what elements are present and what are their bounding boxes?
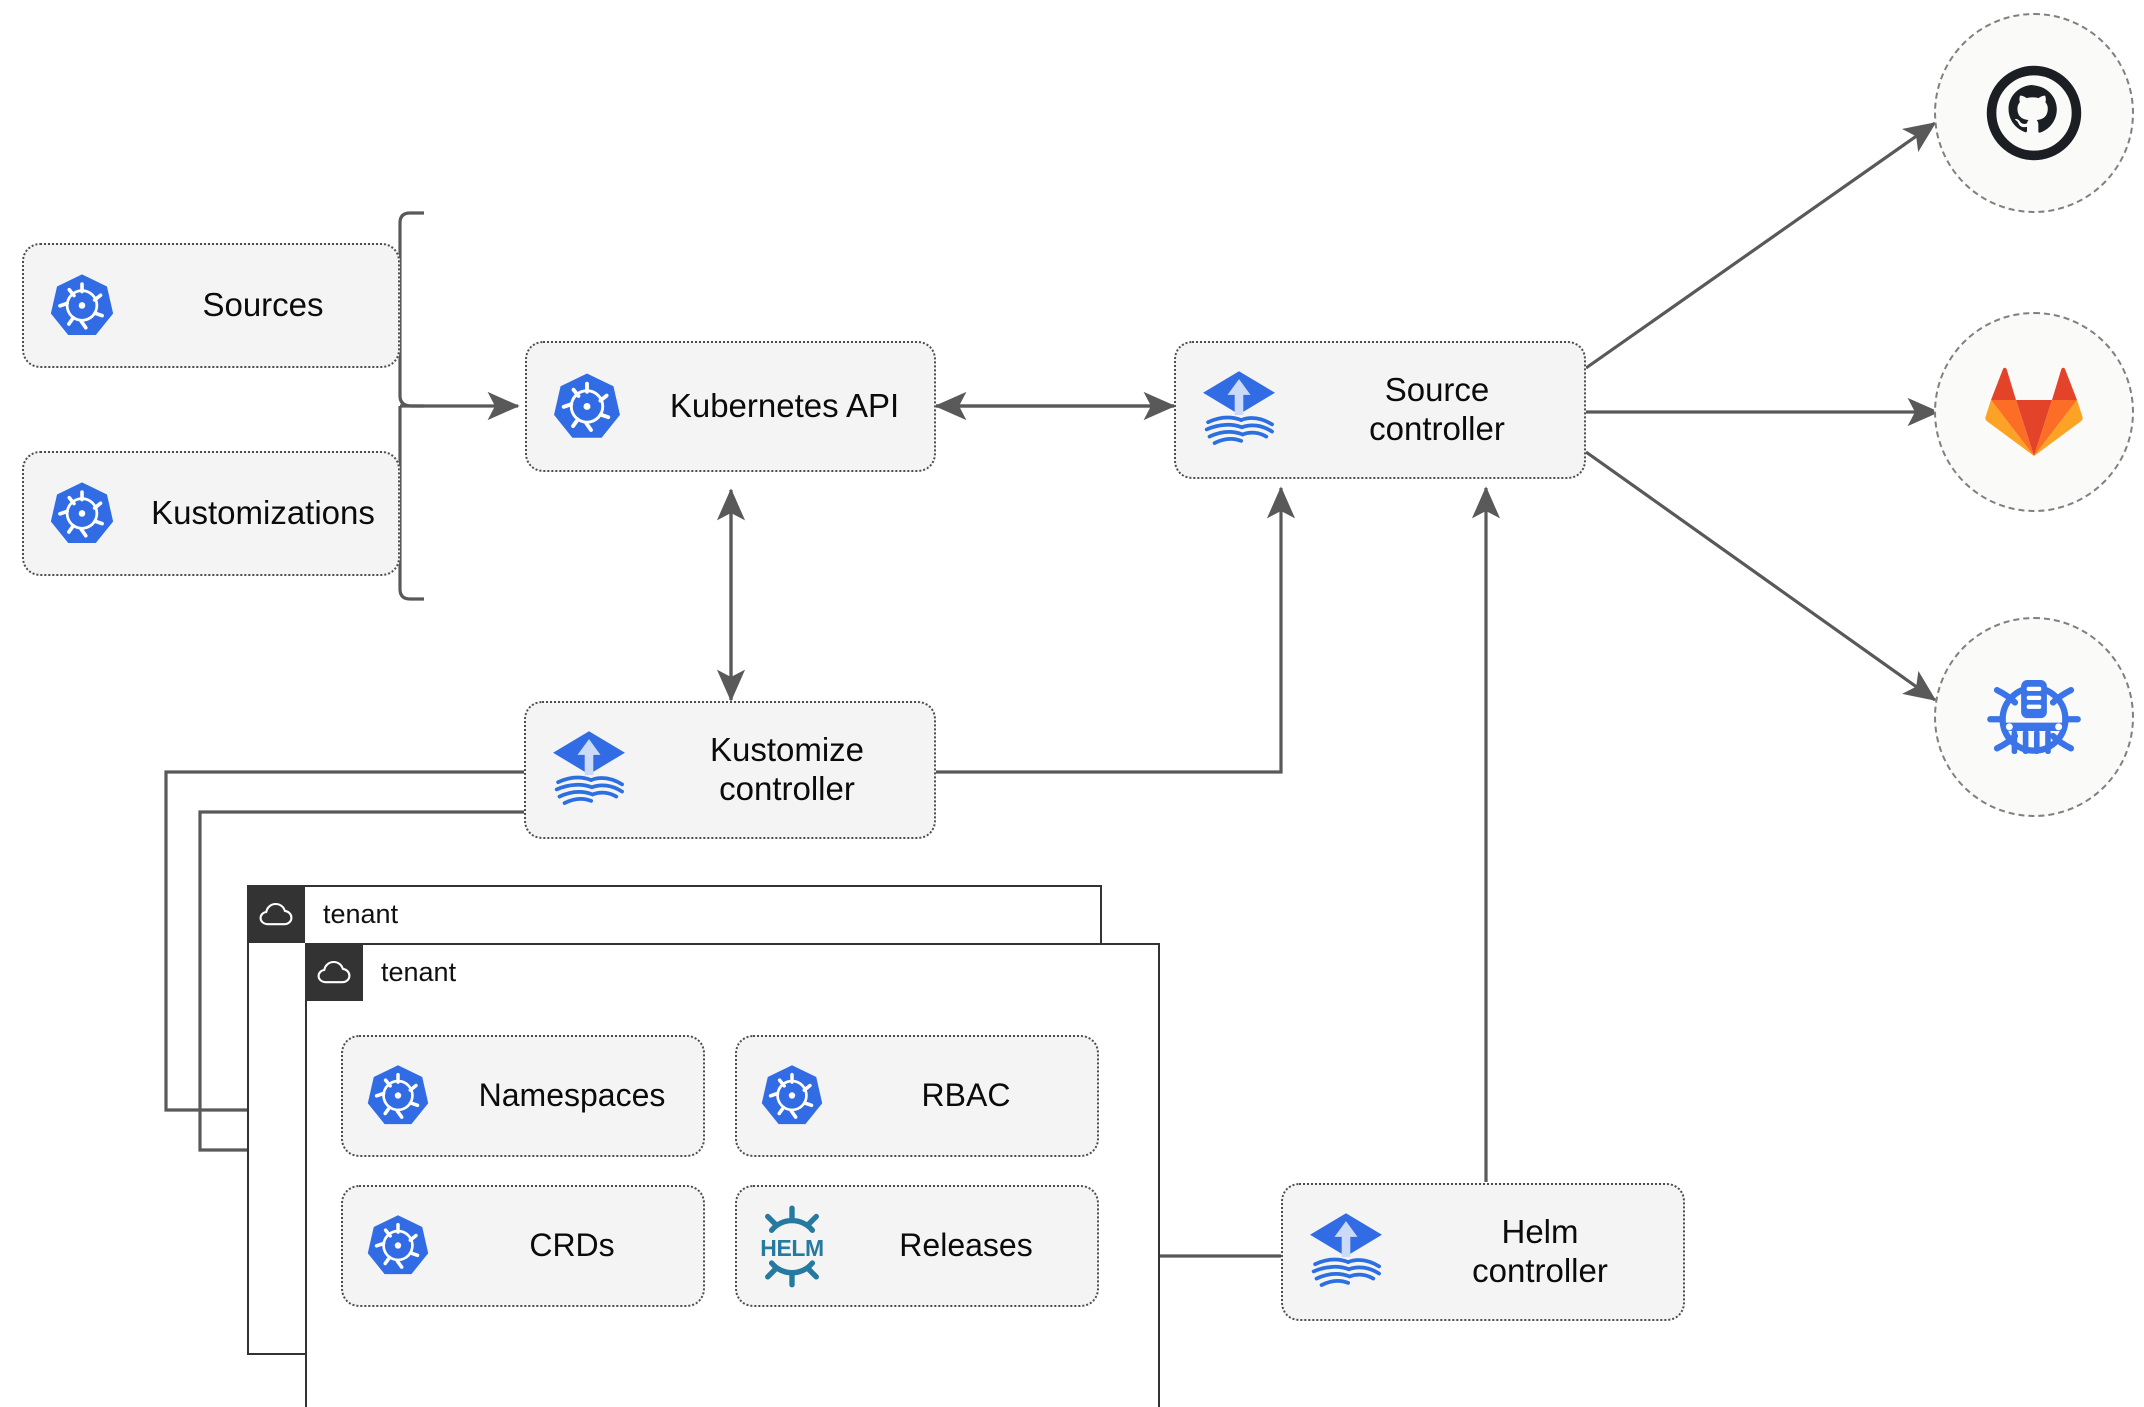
kubernetes-icon	[527, 371, 647, 443]
node-sources-label: Sources	[202, 286, 324, 324]
provider-bucket[interactable]	[1934, 617, 2134, 817]
node-helm-controller[interactable]: Helm controller	[1281, 1183, 1685, 1321]
node-rbac-label: RBAC	[921, 1077, 1011, 1114]
node-kustomize-controller-label: Kustomize controller	[709, 731, 865, 807]
edge-bracket-left	[398, 211, 424, 408]
helm-icon: HELM	[737, 1204, 847, 1288]
node-kubernetes-api-label: Kubernetes API	[669, 387, 900, 425]
kubernetes-icon	[737, 1063, 847, 1129]
edge-source-to-bucket	[1585, 450, 1937, 702]
node-releases-label: Releases	[899, 1227, 1033, 1264]
node-kustomizations[interactable]: Kustomizations	[22, 451, 400, 576]
edge-bracket-left-lower	[398, 406, 424, 601]
gitlab-icon	[1985, 367, 2083, 456]
svg-text:HELM: HELM	[760, 1235, 823, 1261]
kubernetes-icon	[24, 272, 140, 340]
kubernetes-icon	[343, 1213, 453, 1279]
node-rbac[interactable]: RBAC	[735, 1035, 1099, 1157]
tenant-title-outer: tenant	[323, 898, 399, 929]
bucket-icon	[1987, 680, 2081, 754]
node-crds-label: CRDs	[529, 1227, 615, 1264]
tenant-box-inner: tenant	[305, 943, 1160, 1407]
node-helm-controller-label: Helm controller	[1472, 1213, 1608, 1289]
node-source-controller-label: Source controller	[1369, 371, 1505, 447]
flux-icon	[1283, 1206, 1409, 1298]
provider-github[interactable]	[1934, 13, 2134, 213]
flux-icon	[526, 724, 652, 816]
edge-kustomize-to-source	[936, 486, 1296, 774]
kubernetes-icon	[343, 1063, 453, 1129]
node-kubernetes-api[interactable]: Kubernetes API	[525, 341, 936, 472]
tenant-title-inner: tenant	[381, 956, 457, 987]
tenant-header-inner: tenant	[305, 943, 456, 1001]
node-releases[interactable]: HELM Releases	[735, 1185, 1099, 1307]
node-kustomize-controller[interactable]: Kustomize controller	[524, 701, 936, 839]
node-kustomizations-label: Kustomizations	[151, 494, 375, 532]
cloud-icon	[305, 943, 363, 1001]
tenant-header-outer: tenant	[247, 885, 398, 943]
provider-gitlab[interactable]	[1934, 312, 2134, 512]
flux-icon	[1176, 364, 1302, 456]
node-namespaces-label: Namespaces	[478, 1077, 666, 1114]
node-sources[interactable]: Sources	[22, 243, 400, 368]
edge-source-to-github	[1585, 121, 1937, 370]
node-namespaces[interactable]: Namespaces	[341, 1035, 705, 1157]
cloud-icon	[247, 885, 305, 943]
node-source-controller[interactable]: Source controller	[1174, 341, 1586, 479]
kubernetes-icon	[24, 480, 140, 548]
github-icon	[1986, 65, 2082, 161]
node-crds[interactable]: CRDs	[341, 1185, 705, 1307]
